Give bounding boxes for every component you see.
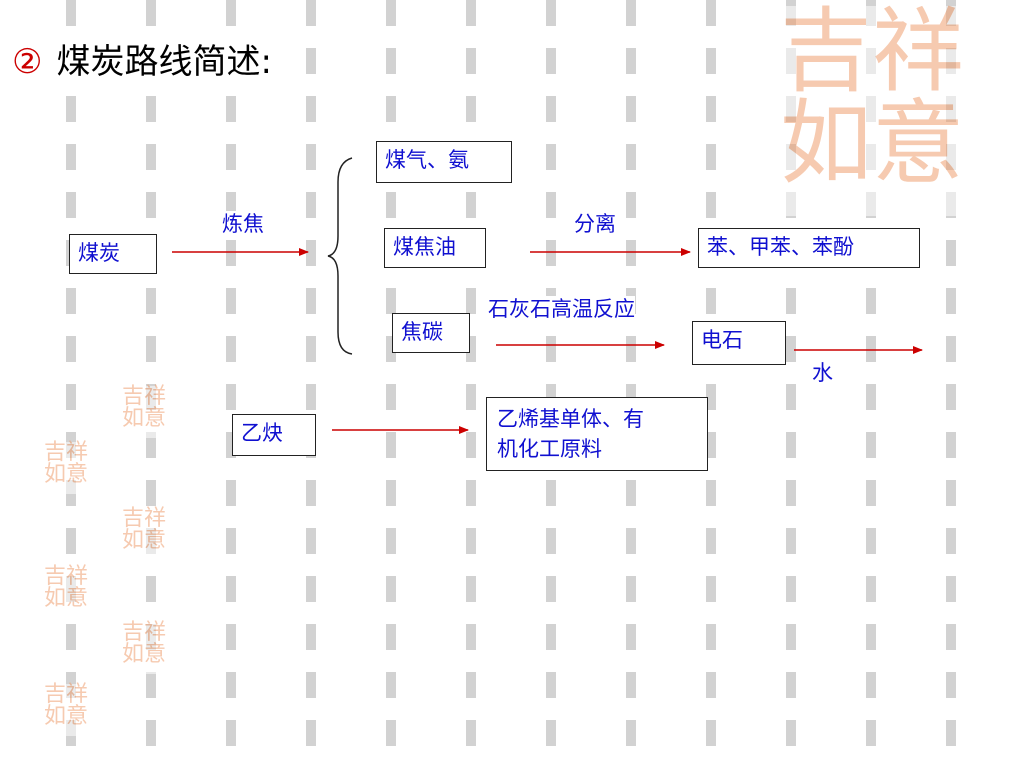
node-coal-tar: 煤焦油 <box>384 228 486 268</box>
node-calcium-carbide: 电石 <box>692 321 786 365</box>
node-vinyl-monomers-line1: 乙烯基单体、有 <box>497 407 644 431</box>
label-coking: 炼焦 <box>222 211 264 237</box>
background-gap <box>0 0 66 768</box>
background-gap <box>316 0 386 768</box>
title-number: ② <box>12 42 43 82</box>
background-gap <box>556 0 626 768</box>
title-text: 煤炭路线简述 <box>56 42 261 82</box>
label-water: 水 <box>812 360 833 386</box>
node-vinyl-monomers-line2: 机化工原料 <box>497 437 602 461</box>
node-coal-gas-ammonia: 煤气、氨 <box>376 141 512 183</box>
watermark-logo: 吉祥如意 <box>122 508 180 560</box>
node-vinyl-monomers: 乙烯基单体、有 机化工原料 <box>486 397 708 471</box>
watermark-logo: 吉祥如意 <box>122 622 180 674</box>
products-brace <box>327 157 353 355</box>
background-gap <box>636 0 706 768</box>
node-coal: 煤炭 <box>69 234 157 274</box>
background-gap <box>236 0 306 768</box>
node-aromatics: 苯、甲苯、苯酚 <box>698 228 920 268</box>
watermark-logo: 吉祥如意 <box>44 442 102 494</box>
background-gap <box>716 0 786 768</box>
title-colon: : <box>260 42 272 82</box>
background-gap <box>396 0 466 768</box>
watermark-logo: 吉祥如意 <box>44 566 102 618</box>
node-coke: 焦碳 <box>392 313 470 353</box>
watermark-logo: 吉祥如意 <box>44 684 102 736</box>
watermark-logo: 吉祥 如意 <box>780 6 1010 216</box>
node-acetylene: 乙炔 <box>232 414 316 456</box>
watermark-logo: 吉祥如意 <box>122 386 180 438</box>
label-limestone-reaction: 石灰石高温反应 <box>488 296 635 322</box>
page-title: ② 煤炭路线简述: <box>12 34 280 83</box>
background-gap <box>476 0 546 768</box>
label-separation: 分离 <box>574 211 616 237</box>
